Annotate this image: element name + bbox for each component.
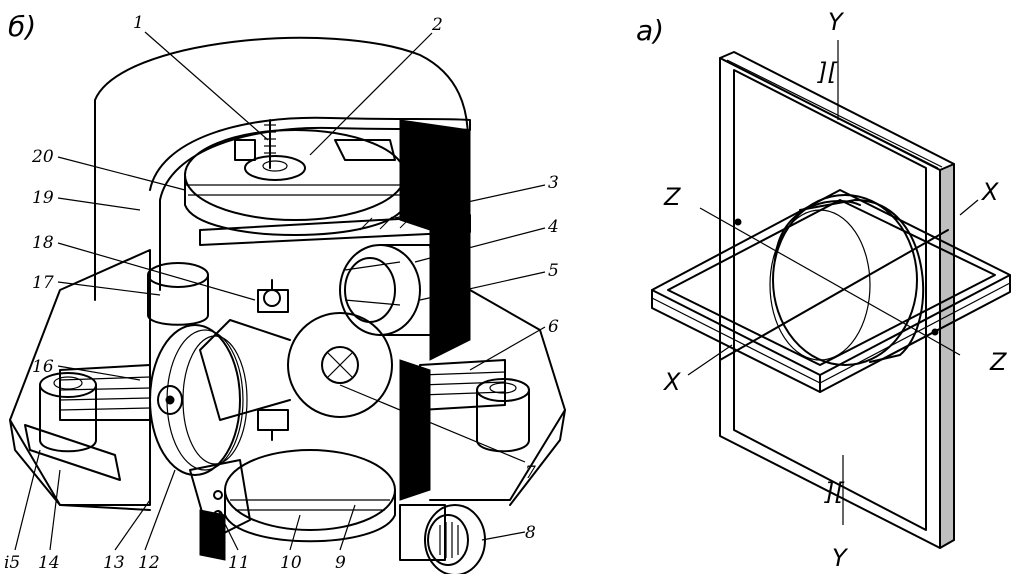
callout-6: 6 [548, 317, 559, 337]
callout-11: 11 [228, 553, 250, 573]
lower-motor [224, 449, 396, 543]
callout-18: 18 [32, 233, 54, 253]
right-motor [339, 244, 441, 336]
left-foot [24, 372, 121, 481]
gyro-housing [199, 312, 393, 421]
z-axis [699, 207, 961, 356]
shell-section-black-lower [399, 359, 431, 501]
callout-13: 13 [103, 553, 125, 573]
capacitor-component [402, 153, 428, 202]
front-disc [149, 324, 248, 476]
right-foot [476, 378, 530, 453]
callout-16: 16 [32, 357, 54, 377]
support-bar [199, 214, 471, 246]
x-axis-label-left: X [662, 368, 681, 396]
y-axis-label-top: Y [828, 8, 845, 36]
clamp-upper [257, 279, 289, 313]
figure-b-panel-label: б) [8, 10, 36, 43]
callout-5: 5 [548, 261, 559, 281]
leader-lines [14, 31, 546, 551]
callout-12: 12 [138, 553, 160, 573]
figure-a-panel-label: a) [636, 14, 664, 47]
damper-right [419, 359, 506, 411]
gyro-rotor [769, 194, 925, 366]
top-rotor [184, 129, 406, 236]
bearing-symbol-top: ][ [817, 58, 838, 86]
callout-8: 8 [525, 523, 536, 543]
y-axis-label-bottom: Y [832, 544, 849, 572]
z-axis-label-left: Z [663, 183, 681, 211]
figure-a-gimbal-diagram: a) Y Y ][ ][ [636, 8, 1011, 572]
callout-2: 2 [431, 15, 443, 35]
left-pillar [147, 262, 209, 326]
callout-19: 19 [32, 188, 54, 208]
dome-cover [94, 36, 469, 331]
x-axis-label-right: X [980, 178, 999, 206]
callout-1: 1 [133, 13, 144, 33]
callout-15: i5 [4, 553, 20, 573]
damper-left [59, 364, 151, 421]
adjusting-screw [234, 119, 276, 169]
figure-b-gyro-device: б) [4, 10, 566, 574]
callout-17: 17 [32, 273, 54, 293]
callout-4: 4 [547, 217, 559, 237]
callout-20: 20 [31, 147, 54, 167]
callout-7: 7 [525, 463, 536, 483]
shell-section-black [399, 119, 471, 361]
outer-gimbal-frame [719, 51, 955, 549]
callout-3: 3 [548, 173, 559, 193]
bottom-section-black [199, 509, 226, 561]
callout-14: 14 [38, 553, 60, 573]
clamp-lower [257, 409, 289, 441]
callout-10: 10 [280, 553, 302, 573]
base-plate-bottom [9, 409, 566, 511]
x-axis [719, 229, 949, 361]
callout-9: 9 [335, 553, 346, 573]
connector [399, 504, 486, 574]
z-axis-label-right: Z [989, 348, 1007, 376]
inner-gimbal-frame [651, 189, 1011, 393]
